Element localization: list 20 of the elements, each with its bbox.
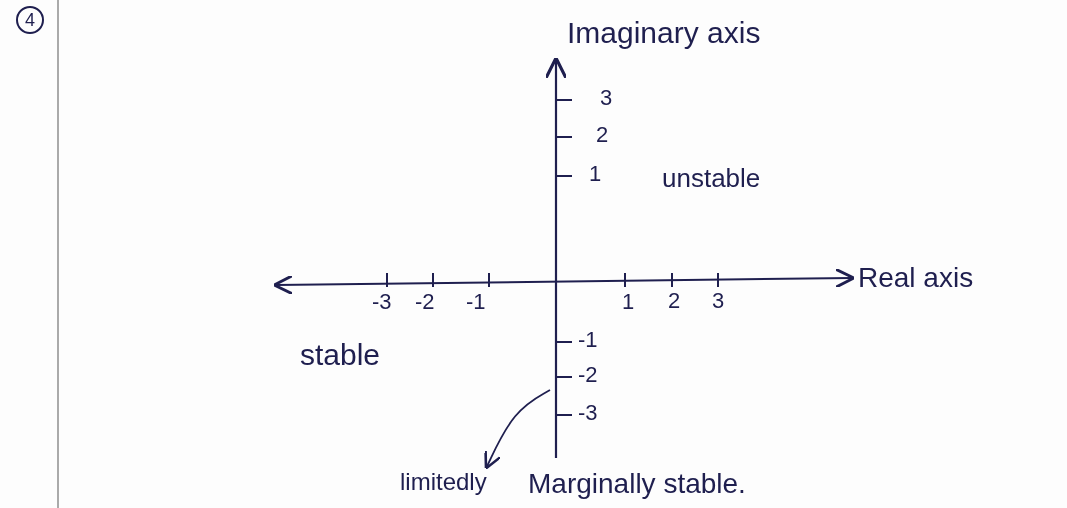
axis-label: Real axis — [858, 264, 974, 292]
tick-label: 3 — [712, 290, 725, 312]
circled-number: 4 — [16, 6, 44, 34]
tick-label: -2 — [578, 364, 598, 386]
tick-label: -3 — [578, 402, 598, 424]
tick-label: 1 — [622, 291, 635, 313]
tick-label: -1 — [466, 291, 486, 313]
tick-label: 3 — [600, 87, 613, 109]
axis-label: Imaginary axis — [567, 18, 761, 48]
region-label: stable — [300, 340, 381, 370]
region-label: unstable — [662, 165, 761, 191]
tick-label: -3 — [372, 291, 392, 313]
tick-label: -1 — [578, 329, 598, 351]
tick-label: 2 — [668, 290, 681, 312]
region-label: Marginally stable. — [528, 470, 746, 498]
tick-label: -2 — [415, 291, 435, 313]
leader-arrow — [484, 389, 551, 470]
annotation-label: limitedly — [400, 470, 487, 494]
tick-label: 2 — [596, 124, 609, 146]
tick-label: 1 — [589, 163, 602, 185]
